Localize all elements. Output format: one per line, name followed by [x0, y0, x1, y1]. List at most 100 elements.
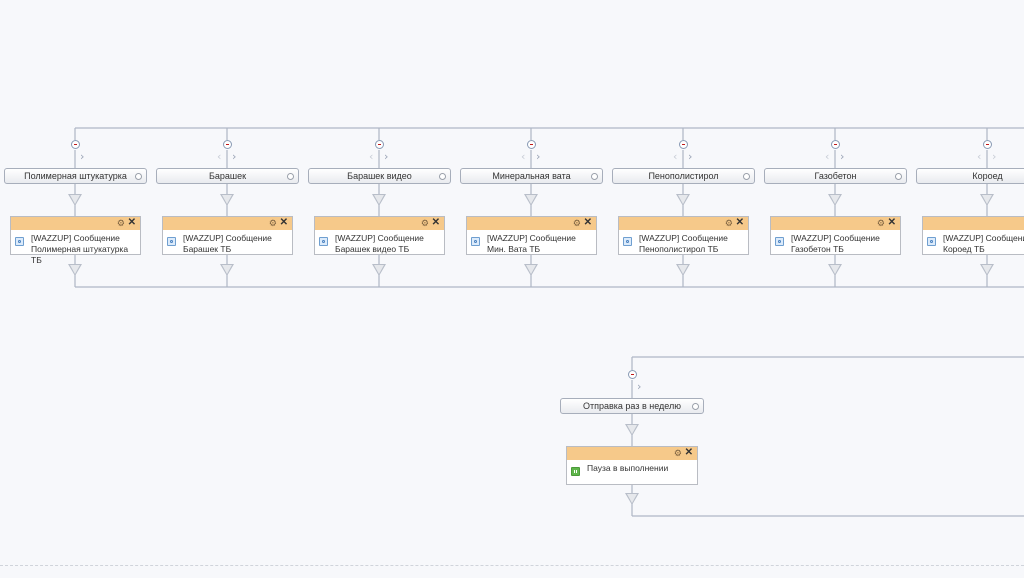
gear-icon[interactable]: ⚙: [572, 218, 581, 228]
close-icon[interactable]: ✕: [127, 217, 136, 228]
branch-label: Барашек видео: [347, 171, 412, 181]
chevron-left-icon[interactable]: ‹: [825, 150, 830, 163]
chevron-right-icon[interactable]: ›: [992, 150, 997, 163]
gear-icon[interactable]: [895, 173, 902, 180]
down-arrow-icon: [68, 264, 82, 276]
action-card[interactable]: ⚙✕ [WAZZUP] Сообщение Полимерная штукатур…: [10, 216, 141, 265]
down-arrow-icon: [524, 194, 538, 206]
down-arrow-icon: [625, 424, 639, 436]
chevron-left-icon[interactable]: ‹: [977, 150, 982, 163]
chevron-right-icon[interactable]: ›: [536, 150, 541, 163]
action-card[interactable]: ⚙✕ [WAZZUP] Сообщение Пенополистирол ТБ: [618, 216, 749, 255]
down-arrow-icon: [68, 194, 82, 206]
gear-icon[interactable]: [439, 173, 446, 180]
action-label: [WAZZUP] Сообщение Газобетон ТБ: [791, 233, 880, 254]
message-icon: [471, 237, 480, 246]
message-icon: [927, 237, 936, 246]
gear-icon[interactable]: ⚙: [673, 448, 682, 458]
down-arrow-icon: [372, 264, 386, 276]
remove-branch-icon[interactable]: [527, 140, 536, 149]
gear-icon[interactable]: ⚙: [724, 218, 733, 228]
branch-condition[interactable]: Минеральная вата: [460, 168, 603, 184]
remove-branch-icon[interactable]: [679, 140, 688, 149]
branch-condition[interactable]: Барашек видео: [308, 168, 451, 184]
remove-branch-icon[interactable]: [71, 140, 80, 149]
gear-icon[interactable]: ⚙: [420, 218, 429, 228]
close-icon[interactable]: ✕: [887, 217, 896, 228]
message-icon: [319, 237, 328, 246]
close-icon[interactable]: ✕: [431, 217, 440, 228]
action-label: [WAZZUP] Сообщение Мин. Вата ТБ: [487, 233, 576, 254]
card-header: [923, 217, 1024, 230]
action-label: Пауза в выполнении: [587, 463, 669, 473]
branch-condition-weekly[interactable]: Отправка раз в неделю: [560, 398, 704, 414]
message-icon: [623, 237, 632, 246]
branch-condition[interactable]: Барашек: [156, 168, 299, 184]
remove-branch-icon[interactable]: [983, 140, 992, 149]
down-arrow-icon: [220, 194, 234, 206]
branch-condition[interactable]: Полимерная штукатурка: [4, 168, 147, 184]
down-arrow-icon: [220, 264, 234, 276]
chevron-right-icon[interactable]: ›: [384, 150, 389, 163]
branch-label: Барашек: [208, 171, 247, 181]
gear-icon[interactable]: [743, 173, 750, 180]
gear-icon[interactable]: [591, 173, 598, 180]
chevron-right-icon[interactable]: ›: [840, 150, 845, 163]
chevron-left-icon[interactable]: ‹: [673, 150, 678, 163]
chevron-right-icon[interactable]: ›: [232, 150, 237, 163]
card-header: [771, 217, 900, 230]
action-card[interactable]: ⚙✕ [WAZZUP] Сообщение Мин. Вата ТБ: [466, 216, 597, 255]
branch-label: Газобетон: [814, 171, 857, 181]
action-label: [WAZZUP] Сообщение Пенополистирол ТБ: [639, 233, 728, 254]
close-icon[interactable]: ✕: [684, 447, 693, 458]
card-header: [467, 217, 596, 230]
remove-branch-icon[interactable]: [223, 140, 232, 149]
action-card[interactable]: ⚙✕ [WAZZUP] Сообщение Барашек видео ТБ: [314, 216, 445, 255]
gear-icon[interactable]: ⚙: [876, 218, 885, 228]
gear-icon[interactable]: [287, 173, 294, 180]
down-arrow-icon: [524, 264, 538, 276]
action-card[interactable]: ⚙✕ [WAZZUP] Сообщение Газобетон ТБ: [770, 216, 901, 255]
chevron-left-icon[interactable]: ‹: [521, 150, 526, 163]
remove-branch-icon[interactable]: [375, 140, 384, 149]
down-arrow-icon: [676, 194, 690, 206]
action-label: [WAZZUP] Сообщение Барашек видео ТБ: [335, 233, 424, 254]
chevron-right-icon[interactable]: ›: [80, 150, 85, 163]
action-card[interactable]: ⚙✕ [WAZZUP] Сообщение Барашек ТБ: [162, 216, 293, 255]
canvas-bottom-divider: [0, 565, 1024, 566]
down-arrow-icon: [625, 493, 639, 505]
close-icon[interactable]: ✕: [583, 217, 592, 228]
remove-branch-icon[interactable]: [831, 140, 840, 149]
chevron-right-icon[interactable]: ›: [688, 150, 693, 163]
action-label: [WAZZUP] Сообщение Полимерная штукатурка…: [31, 233, 129, 265]
branch-condition[interactable]: Пенополистирол: [612, 168, 755, 184]
chevron-right-icon[interactable]: ›: [637, 380, 642, 393]
down-arrow-icon: [980, 264, 994, 276]
branch-condition[interactable]: Короед: [916, 168, 1024, 184]
gear-icon[interactable]: ⚙: [116, 218, 125, 228]
action-card[interactable]: ⚙✕[WAZZUP] Сообщение Короед ТБ: [922, 216, 1024, 255]
down-arrow-icon: [828, 264, 842, 276]
gear-icon[interactable]: [135, 173, 142, 180]
gear-icon[interactable]: ⚙: [268, 218, 277, 228]
remove-branch-icon[interactable]: [628, 370, 637, 379]
close-icon[interactable]: ✕: [735, 217, 744, 228]
down-arrow-icon: [828, 194, 842, 206]
down-arrow-icon: [372, 194, 386, 206]
chevron-left-icon[interactable]: ‹: [369, 150, 374, 163]
gear-icon[interactable]: [692, 403, 699, 410]
card-header: [619, 217, 748, 230]
chevron-left-icon[interactable]: ‹: [217, 150, 222, 163]
action-card-pause[interactable]: ⚙ ✕ Пауза в выполнении: [566, 446, 698, 485]
message-icon: [15, 237, 24, 246]
message-icon: [775, 237, 784, 246]
action-label: [WAZZUP] Сообщение Барашек ТБ: [183, 233, 272, 254]
close-icon[interactable]: ✕: [279, 217, 288, 228]
branch-condition[interactable]: Газобетон: [764, 168, 907, 184]
down-arrow-icon: [676, 264, 690, 276]
branch-label: Минеральная вата: [492, 171, 571, 181]
card-header: [567, 447, 697, 460]
card-header: [315, 217, 444, 230]
